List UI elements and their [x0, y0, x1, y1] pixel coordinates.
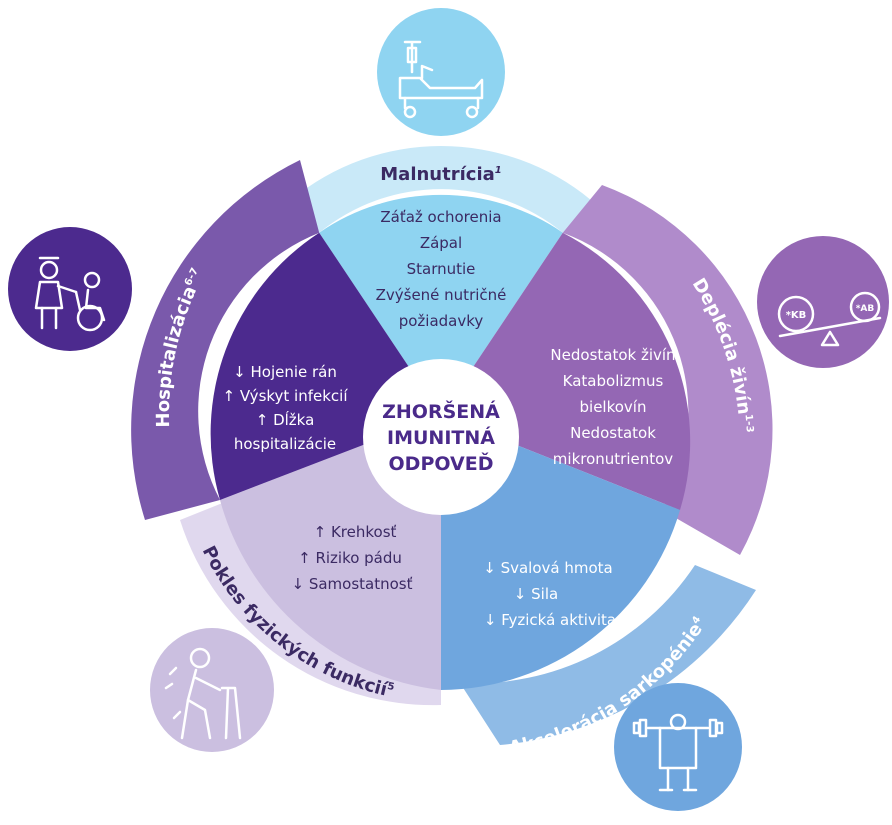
malnutricia-lines: Záťaž ochorenia Zápal Starnutie Zvýšené …: [376, 208, 507, 330]
sarkopenia-lines: ↓ Svalová hmota ↓ Sila ↓ Fyzická aktivit…: [483, 559, 616, 629]
elderly-walker-icon: [150, 628, 274, 752]
hospitalizacia-line-1: ↓ Hojenie rán: [233, 363, 337, 381]
deplecia-line-1: Nedostatok živín: [550, 346, 675, 364]
hospitalizacia-lines: ↓ Hojenie rán ↑ Výskyt infekcií ↑ Dĺžka …: [222, 363, 348, 453]
deplecia-line-2: Katabolizmus: [563, 372, 664, 390]
deplecia-ring: [562, 185, 773, 555]
deplecia-line-3: bielkovín: [580, 398, 647, 416]
malnutricia-line-3: Starnutie: [407, 260, 476, 278]
center-line-3: ODPOVEĎ: [389, 452, 494, 475]
sarkopenia-ring: [460, 565, 756, 745]
hospitalizacia-line-3: ↑ Dĺžka: [256, 410, 315, 429]
sarkopenia-line-1: ↓ Svalová hmota: [483, 559, 613, 577]
malnutricia-line-1: Záťaž ochorenia: [380, 208, 501, 226]
balance-right-label: *AB: [856, 304, 875, 314]
center-circle: [363, 359, 519, 515]
hospital-bed-icon: [377, 8, 505, 136]
deplecia-line-4: Nedostatok: [570, 424, 656, 442]
center-line-2: IMUNITNÁ: [387, 426, 495, 449]
deplecia-sector: [441, 232, 691, 510]
balance-scale-icon: *KB *AB: [757, 236, 889, 368]
malnutricia-title: Malnutrícia1: [380, 164, 501, 185]
pokles-line-1: ↑ Krehkosť: [314, 523, 397, 541]
pokles-line-3: ↓ Samostatnosť: [291, 575, 412, 593]
hospitalizacia-line-2: ↑ Výskyt infekcií: [222, 387, 348, 405]
weightlifter-icon: [614, 683, 742, 811]
malnutricia-line-2: Zápal: [420, 234, 462, 252]
hospitalizacia-ring: [131, 160, 320, 520]
malnutricia-sector: [319, 194, 563, 415]
nurse-wheelchair-icon: [8, 227, 132, 351]
center-line-1: ZHORŠENÁ: [382, 399, 500, 423]
deplecia-line-5: mikronutrientov: [553, 450, 674, 468]
deplecia-lines: Nedostatok živín Katabolizmus bielkovín …: [550, 346, 675, 468]
pokles-lines: ↑ Krehkosť ↑ Riziko pádu ↓ Samostatnosť: [291, 523, 412, 593]
sarkopenia-line-3: ↓ Fyzická aktivita: [484, 611, 616, 629]
malnutricia-ring: [291, 145, 591, 233]
hospitalizacia-line-4: hospitalizácie: [234, 435, 336, 453]
malnutricia-line-4: Zvýšené nutričné: [376, 286, 507, 304]
pokles-line-2: ↑ Riziko pádu: [298, 549, 402, 567]
malnutricia-line-5: požiadavky: [399, 312, 484, 330]
balance-left-label: *KB: [786, 310, 807, 321]
sarkopenia-line-2: ↓ Sila: [514, 585, 558, 603]
